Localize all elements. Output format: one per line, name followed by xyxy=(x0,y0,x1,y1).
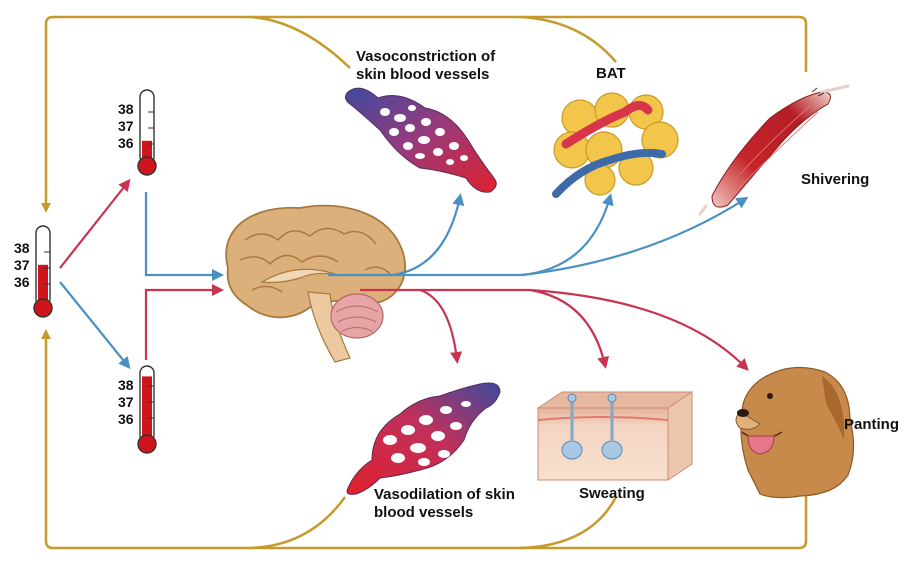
sensor-arrows xyxy=(59,178,224,370)
cold-tick-38: 38 xyxy=(118,101,134,117)
sweating-label: Sweating xyxy=(579,485,645,502)
hot-tick-37: 37 xyxy=(118,394,134,410)
skin-sweat-glands xyxy=(536,391,694,481)
panting-dog xyxy=(735,366,855,499)
vasodilation-label: Vasodilation of skin blood vessels xyxy=(374,486,515,522)
brown-adipose-tissue xyxy=(552,92,679,198)
bat-label: BAT xyxy=(596,65,626,82)
vasoconstriction-label: Vasoconstriction of skin blood vessels xyxy=(356,48,495,84)
skeletal-muscle xyxy=(698,84,850,216)
vasodilation-label-line1: Vasodilation of skin xyxy=(374,486,515,503)
center-tick-36: 36 xyxy=(14,274,30,290)
vasodilation-vessels xyxy=(346,382,501,495)
hot-thermometer xyxy=(137,365,157,454)
center-tick-38: 38 xyxy=(14,240,30,256)
vasoconstriction-label-line1: Vasoconstriction of xyxy=(356,48,496,65)
center-tick-37: 37 xyxy=(14,257,30,273)
central-thermometer xyxy=(33,225,53,318)
cold-response-arrows xyxy=(328,193,749,277)
shivering-label: Shivering xyxy=(801,171,870,188)
vasoconstriction-vessels xyxy=(344,87,497,193)
vasodilation-label-line2: blood vessels xyxy=(374,504,474,521)
feedback-loop xyxy=(41,15,808,550)
cold-tick-37: 37 xyxy=(118,118,134,134)
vasoconstriction-label-line2: skin blood vessels xyxy=(356,66,490,83)
brain-hypothalamus xyxy=(225,204,406,363)
cold-thermometer xyxy=(137,89,157,176)
panting-label: Panting xyxy=(844,416,899,433)
hot-tick-38: 38 xyxy=(118,377,134,393)
warm-response-arrows xyxy=(360,288,749,371)
hot-tick-36: 36 xyxy=(118,411,134,427)
cold-tick-36: 36 xyxy=(118,135,134,151)
